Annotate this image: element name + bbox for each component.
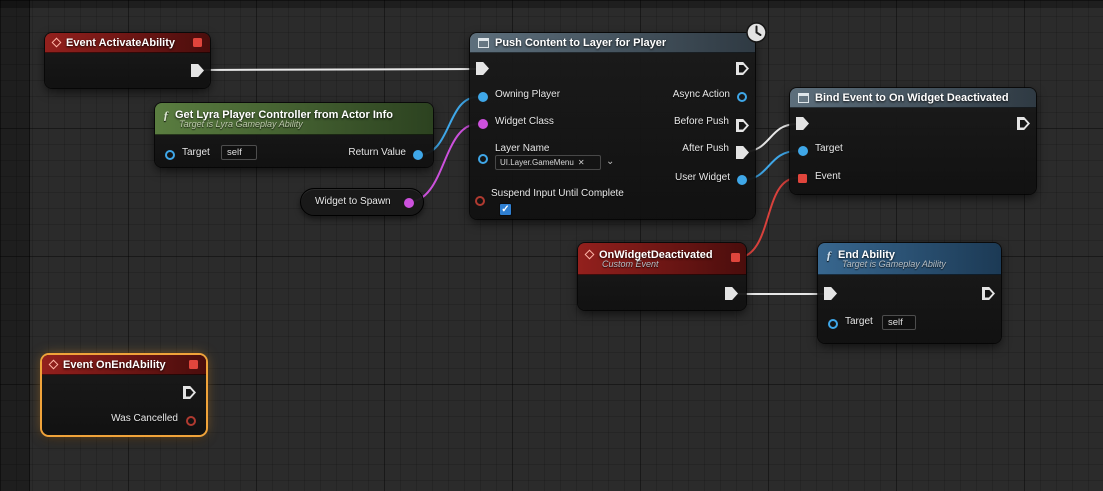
target-pin[interactable]: [798, 146, 808, 156]
node-header[interactable]: ƒ End Ability Target is Gameplay Ability: [818, 243, 1001, 275]
node-title: Event ActivateAbility: [66, 36, 176, 49]
target-label: Target: [845, 316, 873, 327]
user-widget-pin[interactable]: [737, 175, 747, 185]
suspend-input-pin[interactable]: [475, 196, 485, 206]
bind-icon: [798, 92, 809, 103]
layer-name-combobox[interactable]: UI.Layer.GameMenu ✕: [495, 155, 601, 170]
node-push-content-to-layer[interactable]: Push Content to Layer for Player Owning …: [470, 22, 767, 219]
clear-tag-icon[interactable]: ✕: [577, 158, 585, 167]
node-header[interactable]: Event ActivateAbility: [45, 33, 210, 53]
node-header[interactable]: Event OnEndAbility: [42, 355, 206, 375]
exec-in-pin[interactable]: [824, 287, 837, 300]
was-cancelled-label: Was Cancelled: [111, 413, 178, 424]
node-title: End Ability: [838, 248, 896, 261]
node-header[interactable]: Push Content to Layer for Player: [470, 33, 755, 53]
after-push-label: After Push: [682, 143, 729, 154]
suspend-input-checkbox[interactable]: ✓: [499, 203, 512, 216]
node-header[interactable]: ƒ Get Lyra Player Controller from Actor …: [155, 103, 433, 135]
node-bind-event[interactable]: Bind Event to On Widget Deactivated Targ…: [790, 88, 1036, 194]
layer-name-pin[interactable]: [478, 154, 488, 164]
async-action-label: Async Action: [672, 89, 730, 100]
graph-edge-top: [0, 0, 1103, 8]
widget-class-pin[interactable]: [478, 119, 488, 129]
node-get-lyra-player-controller[interactable]: ƒ Get Lyra Player Controller from Actor …: [155, 103, 433, 167]
target-value-field[interactable]: self: [221, 145, 257, 160]
wire-exec-activate-to-push[interactable]: [196, 68, 480, 71]
function-icon: ƒ: [826, 247, 832, 262]
exec-out-pin[interactable]: [982, 287, 995, 300]
layer-name-label: Layer Name: [495, 143, 550, 154]
node-subtitle: Custom Event: [602, 258, 659, 269]
node-title: Get Lyra Player Controller from Actor In…: [175, 108, 394, 121]
delegate-pin[interactable]: [189, 360, 198, 369]
widget-spawn-out-pin[interactable]: [404, 198, 414, 208]
exec-out-pin[interactable]: [183, 386, 196, 399]
function-icon: ƒ: [163, 107, 169, 122]
node-title: Event OnEndAbility: [63, 358, 166, 371]
layer-name-value: UI.Layer.GameMenu: [500, 158, 574, 167]
exec-out-pin[interactable]: [725, 287, 738, 300]
graph-edge-left: [0, 0, 30, 491]
after-push-pin[interactable]: [736, 146, 749, 159]
node-subtitle: Target is Lyra Gameplay Ability: [179, 118, 303, 129]
exec-out-pin[interactable]: [191, 64, 204, 77]
node-title: Push Content to Layer for Player: [495, 36, 667, 49]
node-subtitle: Target is Gameplay Ability: [842, 258, 946, 269]
node-widget-to-spawn[interactable]: Widget to Spawn: [300, 188, 424, 216]
event-delegate-pin[interactable]: [798, 174, 807, 183]
widget-class-label: Widget Class: [495, 116, 554, 127]
node-end-ability[interactable]: ƒ End Ability Target is Gameplay Ability…: [818, 243, 1001, 343]
node-title: OnWidgetDeactivated: [599, 248, 713, 261]
before-push-pin[interactable]: [736, 119, 749, 132]
suspend-input-label: Suspend Input Until Complete: [491, 188, 624, 199]
user-widget-label: User Widget: [674, 172, 730, 183]
node-on-widget-deactivated[interactable]: OnWidgetDeactivated Custom Event: [578, 243, 746, 310]
owning-player-pin[interactable]: [478, 92, 488, 102]
target-pin-label: Target: [182, 147, 210, 158]
owning-player-label: Owning Player: [495, 89, 561, 100]
node-title: Bind Event to On Widget Deactivated: [815, 91, 1009, 104]
delegate-pin[interactable]: [193, 38, 202, 47]
chevron-down-icon[interactable]: ⌄: [606, 156, 615, 167]
target-label: Target: [815, 143, 843, 154]
exec-in-pin[interactable]: [796, 117, 809, 130]
wire-delegate-to-event[interactable]: [735, 177, 798, 259]
node-event-activate-ability[interactable]: Event ActivateAbility: [45, 33, 210, 88]
widget-icon: [478, 37, 489, 48]
node-header[interactable]: Bind Event to On Widget Deactivated: [790, 88, 1036, 108]
node-header[interactable]: OnWidgetDeactivated Custom Event: [578, 243, 746, 275]
target-input-pin[interactable]: [165, 150, 175, 160]
node-event-on-end-ability[interactable]: Event OnEndAbility Was Cancelled: [42, 355, 206, 435]
async-action-pin[interactable]: [737, 92, 747, 102]
return-value-pin[interactable]: [413, 150, 423, 160]
event-icon: [48, 359, 59, 370]
before-push-label: Before Push: [673, 116, 729, 127]
was-cancelled-pin[interactable]: [186, 416, 196, 426]
event-label: Event: [815, 171, 841, 182]
latent-clock-icon: [746, 22, 767, 48]
exec-out-pin[interactable]: [1017, 117, 1030, 130]
target-value-field[interactable]: self: [882, 315, 916, 330]
pill-label: Widget to Spawn: [315, 196, 391, 207]
exec-out-pin[interactable]: [736, 62, 749, 75]
delegate-pin[interactable]: [731, 253, 740, 262]
return-value-label: Return Value: [348, 147, 406, 158]
exec-in-pin[interactable]: [476, 62, 489, 75]
event-icon: [51, 37, 62, 48]
target-pin[interactable]: [828, 319, 838, 329]
